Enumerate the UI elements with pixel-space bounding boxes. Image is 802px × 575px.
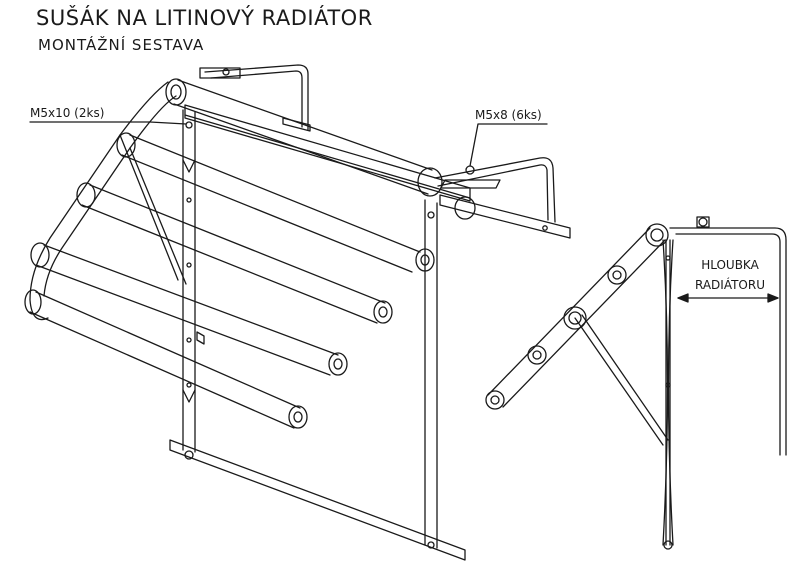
arm-tube-1 [116,132,435,273]
screw-small-label: M5x10 (2ks) [30,106,105,120]
arm-tube-3 [30,242,348,376]
top-wire-hook [199,64,309,131]
arm-tube-4 [24,289,308,429]
top-flat-bar [184,104,471,202]
right-wire-hook [434,157,556,223]
top-tube [165,78,476,220]
drawing-title: SUŠÁK NA LITINOVÝ RADIÁTOR [36,6,373,30]
side-view [485,216,787,550]
side-arm-frame [29,81,187,321]
top-center-plate [282,117,311,132]
iso-assembly [24,64,571,561]
leader-screw-small [29,121,187,125]
drawing-subtitle: MONTÁŽNÍ SESTAVA [38,36,205,54]
leader-screw-large [469,123,548,167]
screw-large-label: M5x8 (6ks) [475,108,542,122]
depth-label-line2: RADIÁTORU [694,278,765,292]
arm-tube-2 [76,182,393,324]
bottom-flat-bar [169,439,466,561]
left-vertical-bar [182,109,205,460]
depth-label-line1: HLOUBKA [701,258,759,272]
top-bar-right-rail [439,194,571,239]
